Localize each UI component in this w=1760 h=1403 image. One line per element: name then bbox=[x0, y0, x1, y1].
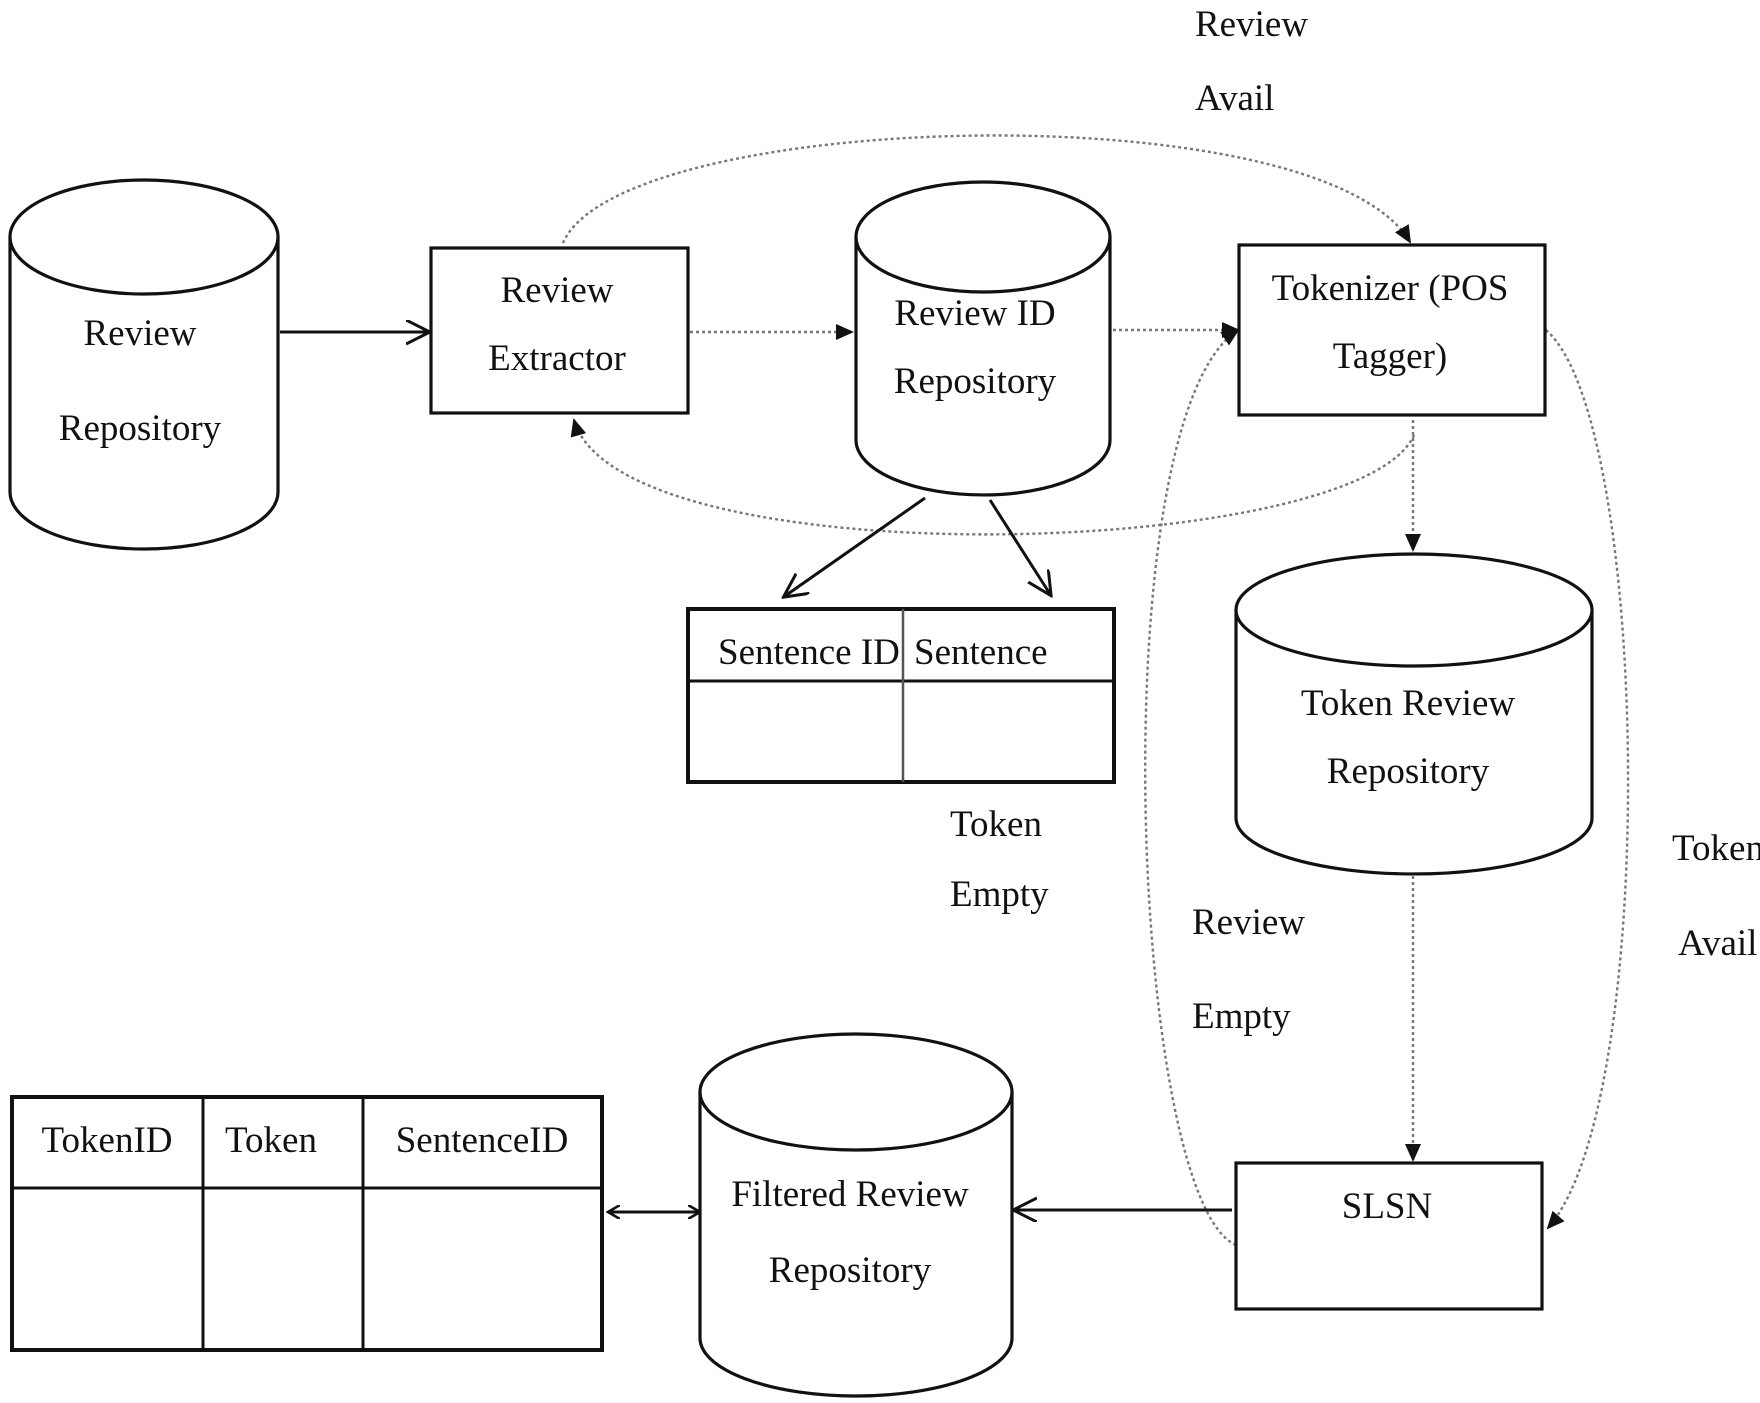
condition-labels: Review Avail Token Empty Review Empty To… bbox=[950, 4, 1760, 1037]
tokenizer-label-line-1: Tokenizer (POS bbox=[1272, 268, 1509, 309]
token-empty-label-line-1: Token bbox=[950, 804, 1042, 845]
review-avail-label-line-1: Review bbox=[1195, 4, 1308, 45]
connectors bbox=[280, 134, 1630, 1247]
token-table: TokenID Token SentenceID bbox=[10, 1095, 604, 1352]
arrow-review-id-repo-to-sentence-id bbox=[785, 496, 926, 596]
arc-token-empty bbox=[570, 418, 1416, 536]
review-id-repository-label-line-1: Review ID bbox=[894, 293, 1055, 334]
tokenizer-label-line-2: Tagger) bbox=[1333, 336, 1448, 377]
token-avail-label-line-1: Token bbox=[1672, 828, 1760, 869]
token-empty-label-line-2: Empty bbox=[950, 874, 1049, 915]
review-empty-label-line-1: Review bbox=[1192, 902, 1305, 943]
token-avail-label-line-2: Avail bbox=[1678, 923, 1757, 964]
curve-review-empty bbox=[1144, 328, 1240, 1247]
filtered-review-repository-cylinder: Filtered Review Repository bbox=[698, 1032, 1014, 1398]
token-review-repository-label-line-2: Repository bbox=[1327, 751, 1490, 792]
filtered-review-repository-label-line-2: Repository bbox=[769, 1250, 932, 1291]
review-id-repository-cylinder: Review ID Repository bbox=[854, 180, 1112, 497]
token-table-header-sentenceid: SentenceID bbox=[396, 1120, 569, 1161]
token-table-header-token: Token bbox=[225, 1120, 317, 1161]
review-empty-label-line-2: Empty bbox=[1192, 996, 1291, 1037]
tokenizer-box: Tokenizer (POS Tagger) bbox=[1237, 243, 1547, 417]
arc-review-avail bbox=[561, 134, 1412, 244]
review-extractor-label-line-2: Extractor bbox=[488, 338, 626, 379]
review-id-repository-label-line-2: Repository bbox=[894, 361, 1057, 402]
token-review-repository-cylinder: Token Review Repository bbox=[1234, 552, 1594, 876]
review-repository-label-line-1: Review bbox=[83, 313, 196, 354]
slsn-box: SLSN bbox=[1234, 1161, 1544, 1311]
review-avail-label-line-2: Avail bbox=[1195, 78, 1274, 119]
sentence-table: Sentence ID Sentence bbox=[686, 607, 1116, 784]
review-repository-label-line-2: Repository bbox=[59, 408, 222, 449]
token-table-header-tokenid: TokenID bbox=[42, 1120, 173, 1161]
review-extractor-box: Review Extractor bbox=[429, 246, 690, 415]
filtered-review-repository-label-line-1: Filtered Review bbox=[731, 1174, 969, 1215]
review-extractor-label-line-1: Review bbox=[500, 270, 613, 311]
token-review-repository-label-line-1: Token Review bbox=[1301, 683, 1515, 724]
sentence-table-header-sentence-id: Sentence ID bbox=[718, 632, 900, 673]
curve-token-avail bbox=[1545, 329, 1630, 1230]
review-repository-cylinder: Review Repository bbox=[8, 178, 280, 551]
sentence-table-header-sentence: Sentence bbox=[914, 632, 1048, 673]
arrow-review-id-repo-to-sentence bbox=[988, 499, 1050, 594]
slsn-label: SLSN bbox=[1342, 1186, 1432, 1227]
